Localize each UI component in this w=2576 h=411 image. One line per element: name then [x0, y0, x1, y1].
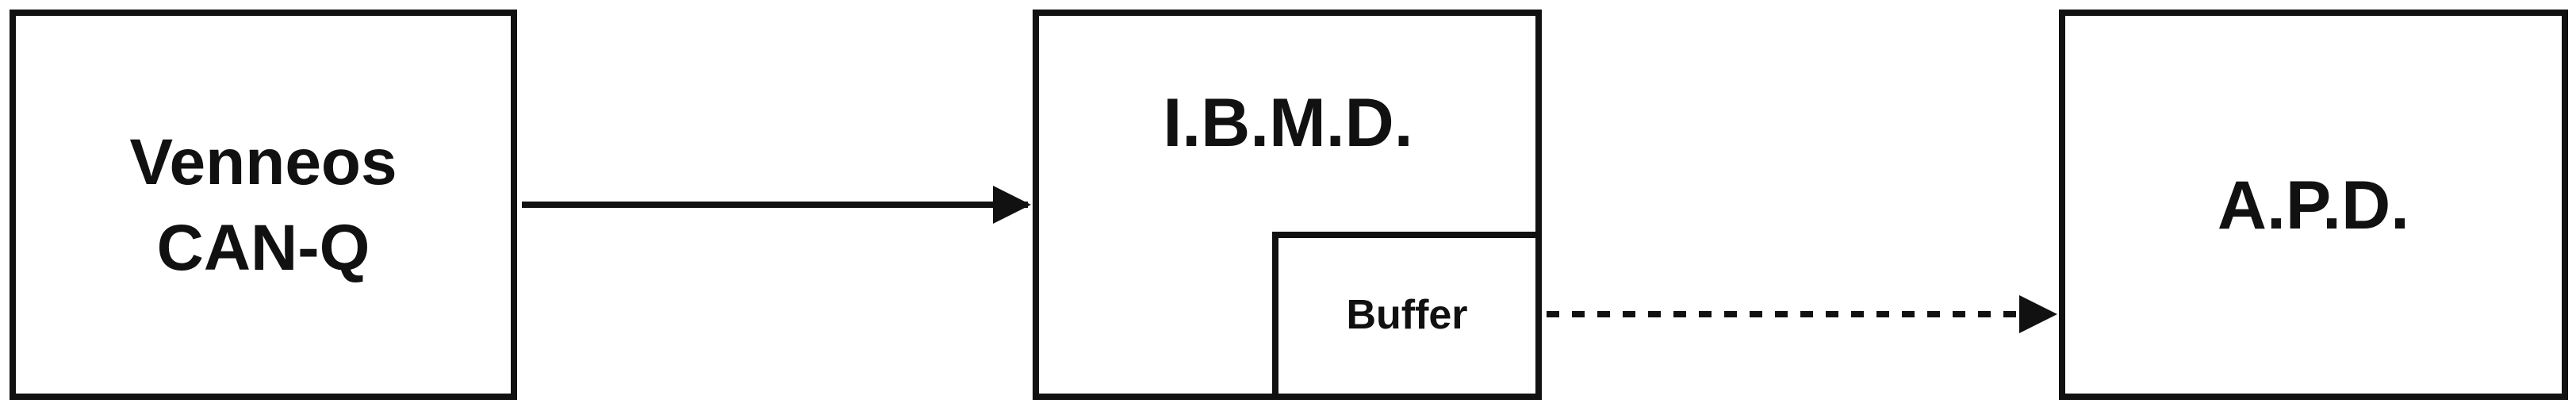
node-venneos-can-q-label-line1: Venneos [129, 126, 397, 198]
node-buffer-label: Buffer [1346, 292, 1467, 338]
node-ibmd-label: I.B.M.D. [1163, 85, 1413, 161]
node-venneos-can-q: Venneos CAN-Q [10, 10, 517, 400]
node-apd: A.P.D. [2059, 10, 2568, 400]
node-buffer: Buffer [1272, 232, 1542, 400]
node-buffer-box [1272, 232, 1542, 400]
node-apd-box [2059, 10, 2568, 400]
node-venneos-can-q-label-line2: CAN-Q [157, 212, 370, 284]
node-apd-label: A.P.D. [2218, 167, 2409, 244]
node-venneos-can-q-box [10, 10, 517, 400]
